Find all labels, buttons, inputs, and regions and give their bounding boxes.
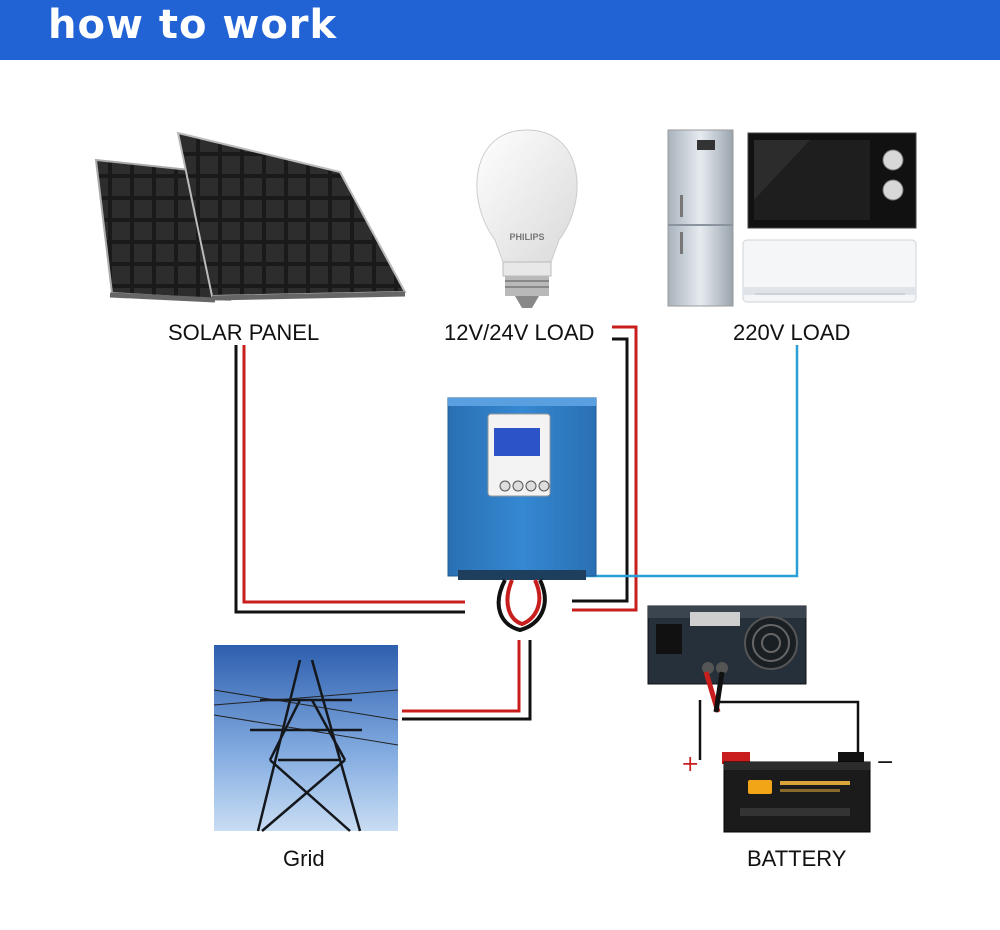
battery-icon <box>722 752 871 833</box>
page-title: how to work <box>48 2 338 48</box>
inverter-box-icon <box>647 605 807 713</box>
dc-load-wires <box>572 325 638 612</box>
battery-wires <box>698 700 860 760</box>
battery-positive-sign: + <box>681 752 700 777</box>
grid-label: Grid <box>283 846 325 871</box>
solar-panel-icon <box>94 131 407 303</box>
microwave-icon <box>747 132 917 229</box>
ac-load-wire <box>545 345 799 578</box>
refrigerator-icon <box>667 129 734 307</box>
power-tower-icon <box>213 645 399 832</box>
dc-load-label: 12V/24V LOAD <box>444 320 595 345</box>
battery-label: BATTERY <box>747 846 847 871</box>
grid-wires <box>402 640 532 721</box>
ac-load-label: 220V LOAD <box>733 320 851 345</box>
air-conditioner-icon <box>742 239 917 303</box>
battery-negative-sign: − <box>876 750 895 775</box>
header-banner: how to work <box>0 0 1000 60</box>
bulb-brand: PHILIPS <box>509 232 544 242</box>
solar-wires <box>234 345 465 614</box>
inverter-controller-icon <box>447 397 597 633</box>
light-bulb-icon: PHILIPS <box>476 129 578 308</box>
solar-panel-label: SOLAR PANEL <box>168 320 320 345</box>
